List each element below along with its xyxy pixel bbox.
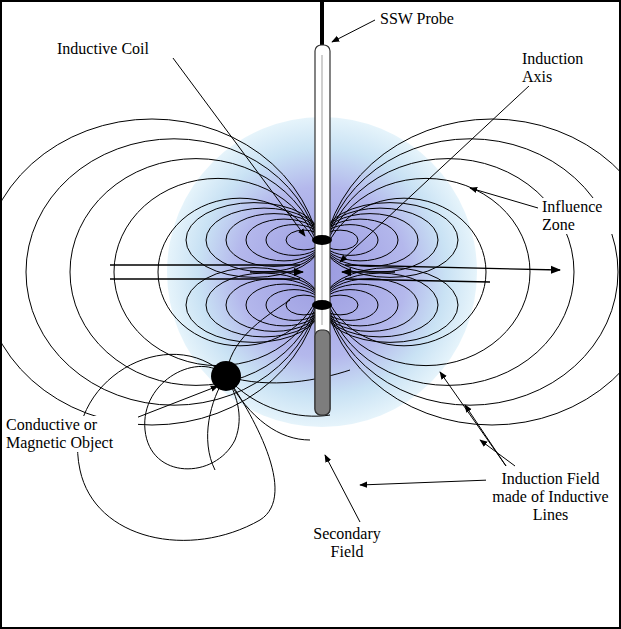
probe-cable — [320, 2, 324, 45]
ssw-probe — [315, 45, 330, 415]
axis-label: Induction Axis — [520, 50, 604, 86]
probe-label: SSW Probe — [378, 10, 482, 28]
coil-label: Inductive Coil — [55, 40, 179, 58]
induction-axis-arrows — [110, 265, 560, 282]
lower-coil — [312, 300, 332, 310]
field-label: Induction Field made of Inductive Lines — [486, 470, 615, 524]
leader-arrows — [110, 20, 538, 522]
probe-tip — [315, 330, 330, 415]
secondary-label: Secondary Field — [300, 525, 394, 561]
upper-coil — [312, 235, 332, 245]
object-label: Conductive or Magnetic Object — [4, 416, 138, 452]
induction-field-lines — [0, 119, 621, 425]
zone-label: Influence Zone — [540, 198, 616, 234]
probe-highlight — [321, 55, 323, 325]
